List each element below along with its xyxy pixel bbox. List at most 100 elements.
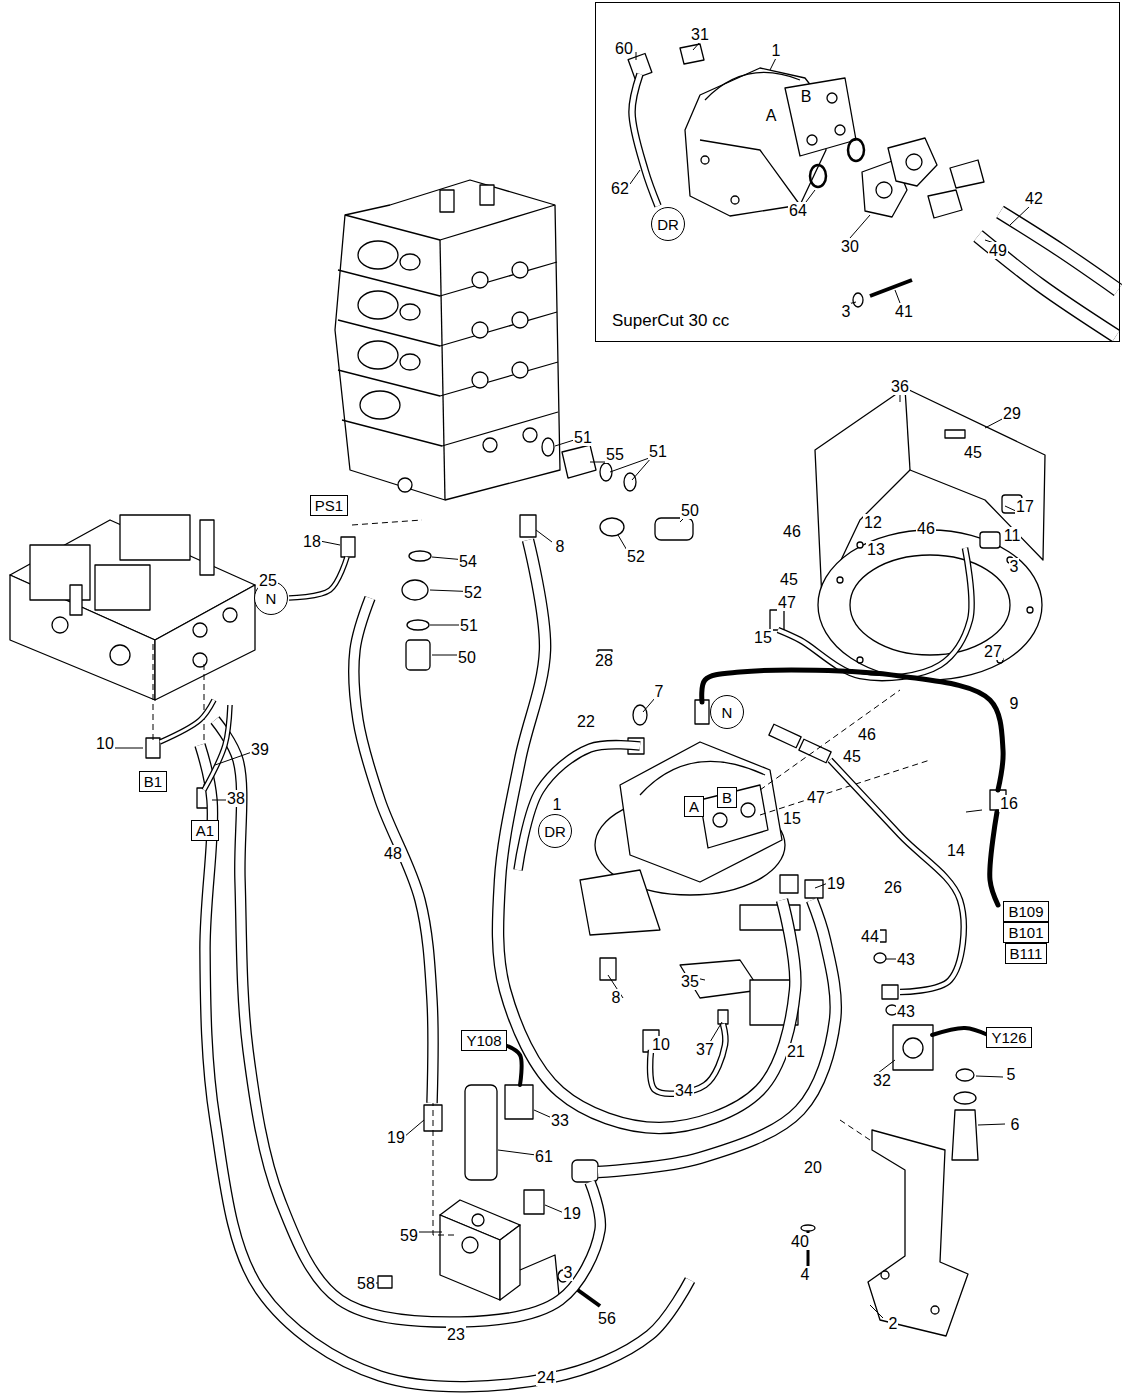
callout-number: 12	[863, 514, 883, 531]
callout-number: 60	[614, 40, 634, 57]
signal-box: B101	[1003, 922, 1048, 943]
hose-outline	[1000, 212, 1118, 290]
callout-number: 49	[988, 242, 1008, 259]
node-label: SuperCut 30 cc	[612, 311, 729, 331]
hose-outline	[204, 705, 230, 790]
flange-bore	[906, 154, 922, 170]
callout-number: 45	[779, 571, 799, 588]
dash-line	[153, 640, 154, 740]
leader-lines	[113, 42, 1030, 1318]
hose-outline	[518, 745, 640, 870]
hose-outline	[632, 74, 658, 206]
dash-line	[760, 690, 900, 790]
cable	[702, 670, 1003, 790]
hose-body	[215, 720, 600, 1322]
node-label: B1	[144, 773, 162, 790]
hose-body	[778, 548, 972, 678]
drawing-part	[215, 752, 252, 765]
hole	[931, 1306, 939, 1314]
fitting	[980, 532, 1000, 548]
callout-number: 22	[576, 713, 596, 730]
callout-number: 43	[896, 1003, 916, 1020]
signal-box: A1	[191, 820, 219, 841]
callout-number: 32	[872, 1072, 892, 1089]
signal-box: B	[717, 787, 737, 808]
node-label: B101	[1008, 924, 1043, 941]
port	[472, 1214, 484, 1226]
solenoid-block-face	[155, 585, 255, 700]
spool-cap	[400, 254, 420, 270]
callout-number: 5	[1006, 1066, 1017, 1083]
bolt-hole	[731, 196, 739, 204]
hole	[1027, 607, 1033, 613]
valve-edge	[440, 240, 445, 500]
drawing-part	[895, 290, 900, 303]
callout-number: 51	[459, 617, 479, 634]
node-label: Y126	[991, 1029, 1026, 1046]
o-ring	[810, 165, 826, 187]
callout-number: 1	[771, 42, 782, 59]
hose-body	[978, 236, 1116, 336]
port	[523, 428, 537, 442]
flange	[888, 138, 937, 186]
callout-number: 18	[302, 533, 322, 550]
drawing-part	[976, 1076, 1003, 1077]
callout-number: 10	[95, 735, 115, 752]
callout-number: 24	[536, 1369, 556, 1386]
port	[52, 617, 68, 633]
reference-circle: DR	[538, 814, 572, 848]
plate-recess	[850, 555, 1010, 655]
node-label: B111	[1010, 945, 1043, 962]
drawing-part	[806, 190, 815, 202]
callout-number: 48	[383, 845, 403, 862]
fitting	[928, 190, 962, 218]
dash-line	[760, 760, 930, 815]
callout-number: 10	[651, 1036, 671, 1053]
port	[512, 262, 528, 278]
motor-mount	[580, 870, 660, 935]
callout-number: 56	[597, 1310, 617, 1327]
flange-bore	[876, 182, 892, 198]
callout-number: 27	[983, 643, 1003, 660]
callout-number: 54	[458, 553, 478, 570]
port	[512, 362, 528, 378]
callout-number: 2	[888, 1315, 899, 1332]
callout-number: 35	[680, 973, 700, 990]
drawing-part	[417, 1232, 442, 1233]
port-face	[700, 785, 768, 848]
hose-outline	[215, 720, 600, 1322]
washer	[633, 705, 647, 725]
slot	[945, 430, 965, 438]
port	[472, 372, 488, 388]
node-label: Y108	[466, 1032, 501, 1049]
callout-number: 55	[605, 446, 625, 463]
node-label: A1	[196, 822, 214, 839]
valve-fitting	[440, 190, 454, 212]
fitting	[600, 958, 616, 980]
solenoid-coil	[505, 1085, 533, 1119]
callout-number: 28	[594, 652, 614, 669]
drawing-part	[1010, 206, 1030, 225]
washer	[624, 473, 636, 491]
callout-number: 45	[963, 444, 983, 461]
callout-number: 8	[555, 538, 566, 555]
callout-number: 34	[674, 1082, 694, 1099]
callout-number: 43	[896, 951, 916, 968]
washer	[954, 1092, 976, 1104]
callout-number: 62	[610, 180, 630, 197]
washer	[853, 293, 863, 307]
spool-cap	[358, 241, 398, 269]
parts	[10, 42, 1118, 1387]
callout-number: 8	[611, 989, 622, 1006]
reference-circle: N	[710, 695, 744, 729]
callout-number: 15	[753, 629, 773, 646]
signal-box: B1	[139, 771, 167, 792]
callout-number: 38	[226, 790, 246, 807]
signal-box: B109	[1003, 901, 1048, 922]
spool-cap	[360, 391, 400, 419]
hose-body	[354, 598, 433, 1103]
signal-box: PS1	[310, 495, 348, 516]
callout-number: 23	[446, 1326, 466, 1343]
callout-number: 9	[1009, 695, 1020, 712]
callout-number: 41	[894, 303, 914, 320]
